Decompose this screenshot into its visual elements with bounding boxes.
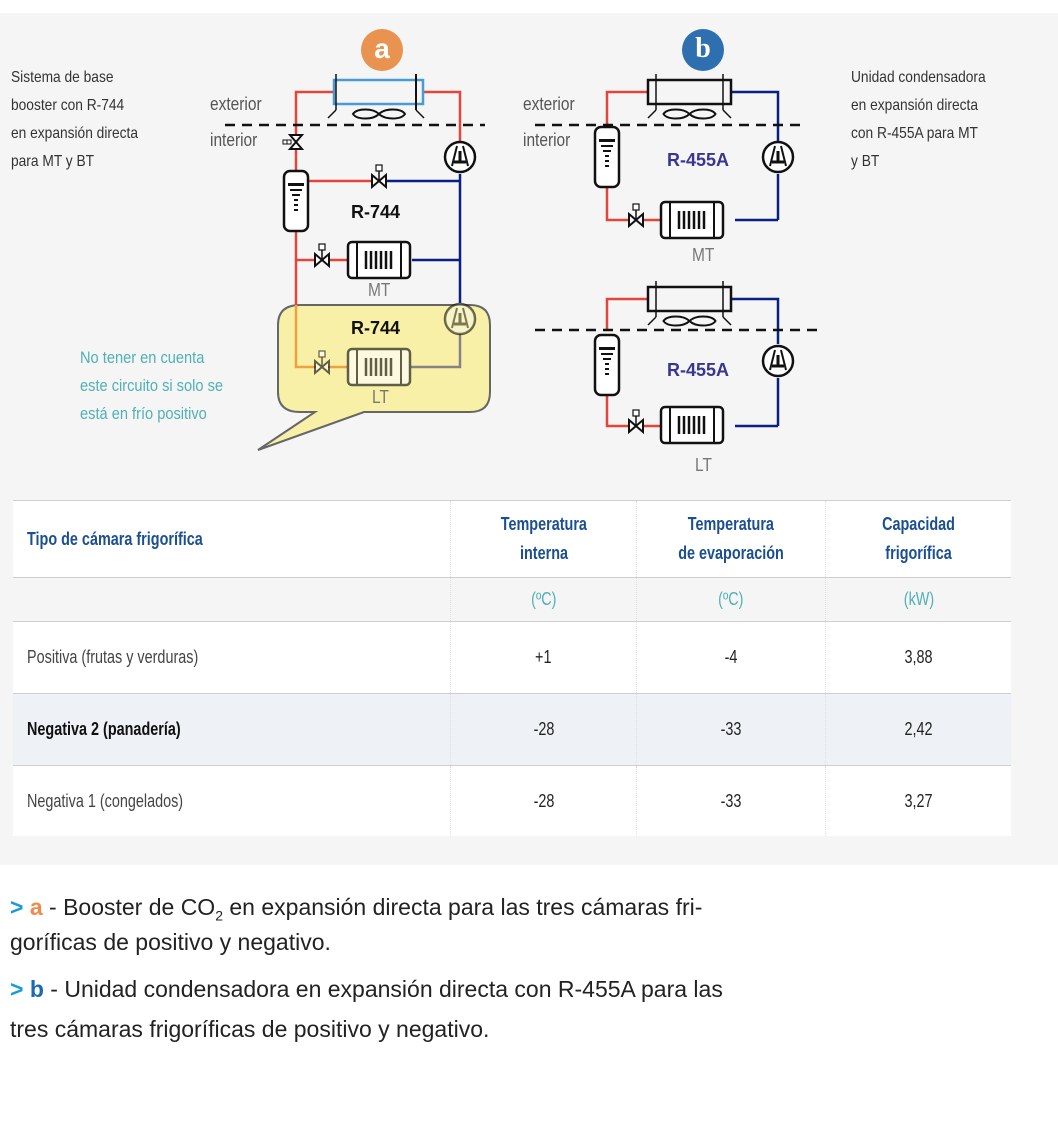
refrigerant-label: R-455A: [667, 150, 730, 170]
description-line: para MT y BT: [11, 153, 95, 170]
badge-b: b: [682, 29, 724, 71]
compressor-icon: [443, 140, 477, 174]
interior-label: interior: [523, 130, 571, 150]
caption-subscript: 2: [215, 907, 223, 924]
caption-a-line2: goríficas de positivo y negativo.: [10, 929, 331, 955]
refrigerant-label: R-455A: [667, 360, 730, 380]
evaporator-lt-icon: [659, 405, 725, 445]
note-line: este circuito si solo se: [80, 376, 224, 395]
cell-capacidad: 2,42: [825, 693, 1011, 766]
caption-text: - Booster de CO: [42, 894, 216, 920]
lt-label: LT: [372, 387, 389, 407]
receiver-icon: [282, 169, 310, 233]
system-b-mt-circuit: [535, 74, 800, 240]
system-a-circuit: [225, 74, 491, 451]
expansion-valve-icon: [371, 164, 387, 188]
compressor-icon: [761, 344, 795, 378]
unit-cell: [13, 577, 451, 622]
cell-tipo: Positiva (frutas y verduras): [13, 621, 451, 694]
caption-marker: >: [10, 976, 24, 1002]
units-row: (ºC) (ºC) (kW): [13, 577, 1011, 622]
cell-temp-evaporacion: -33: [636, 765, 826, 836]
caption-a: > a - Booster de CO2 en expansión direct…: [10, 890, 702, 934]
cell-capacidad: 3,88: [825, 621, 1011, 694]
cell-tipo: Negativa 2 (panadería): [13, 693, 451, 766]
cell-temp-interna: -28: [449, 765, 637, 836]
mt-label: MT: [692, 245, 715, 265]
description-line: en expansión directa: [11, 125, 138, 142]
evaporator-lt-icon: [346, 347, 412, 387]
description-line: con R-455A para MT: [851, 125, 978, 142]
table-row: Positiva (frutas y verduras) +1 -4 3,88: [13, 621, 1011, 694]
cell-tipo: Negativa 1 (congelados): [13, 765, 451, 836]
evaporator-mt-icon: [659, 200, 725, 240]
description-line: y BT: [851, 153, 880, 170]
description-line: booster con R-744: [11, 97, 125, 114]
lt-label: LT: [695, 455, 712, 475]
refrigerant-label: R-744: [351, 202, 401, 222]
note-line: está en frío positivo: [80, 404, 207, 423]
caption-b-line2: tres cámaras frigoríficas de positivo y …: [10, 1016, 490, 1042]
table-row: Negativa 2 (panadería) -28 -33 2,42: [13, 693, 1011, 766]
table-row: Negativa 1 (congelados) -28 -33 3,27: [13, 765, 1011, 836]
cell-temp-evaporacion: -33: [636, 693, 826, 766]
description-line: Unidad condensadora: [851, 69, 986, 86]
caption-text: - Unidad condensadora en expansión direc…: [43, 976, 723, 1002]
expansion-valve-icon: [628, 409, 644, 433]
cell-temp-evaporacion: -4: [636, 621, 826, 694]
mt-label: MT: [368, 280, 391, 300]
refrigeration-schematic: [225, 0, 820, 451]
exterior-label: exterior: [210, 94, 262, 114]
compressor-icon: [761, 140, 795, 174]
unit-cell: (ºC): [449, 577, 637, 622]
unit-cell: (ºC): [636, 577, 826, 622]
evaporator-mt-icon: [346, 240, 412, 280]
refrigerant-label: R-744: [351, 318, 401, 338]
caption-b: > b - Unidad condensadora en expansión d…: [10, 972, 723, 1007]
unit-cell: (kW): [825, 577, 1011, 622]
receiver-icon: [593, 333, 621, 397]
exterior-label: exterior: [523, 94, 575, 114]
system-b-lt-circuit: [535, 281, 820, 445]
expansion-valve-icon: [628, 203, 644, 227]
cell-temp-interna: +1: [449, 621, 637, 694]
cell-capacidad: 3,27: [825, 765, 1011, 836]
caption-text: en expansión directa para las tres cámar…: [223, 894, 703, 920]
description-line: en expansión directa: [851, 97, 978, 114]
caption-key-b: b: [29, 976, 44, 1002]
badge-a: a: [361, 29, 403, 71]
caption-marker: >: [10, 894, 24, 920]
description-line: Sistema de base: [11, 69, 114, 86]
note-line: No tener en cuenta: [80, 348, 205, 367]
caption-key-a: a: [29, 894, 43, 920]
expansion-valve-icon: [314, 243, 330, 267]
interior-label: interior: [210, 130, 258, 150]
receiver-icon: [593, 125, 621, 189]
header-tipo: Tipo de cámara frigorífica: [13, 500, 451, 578]
cell-temp-interna: -28: [449, 693, 637, 766]
